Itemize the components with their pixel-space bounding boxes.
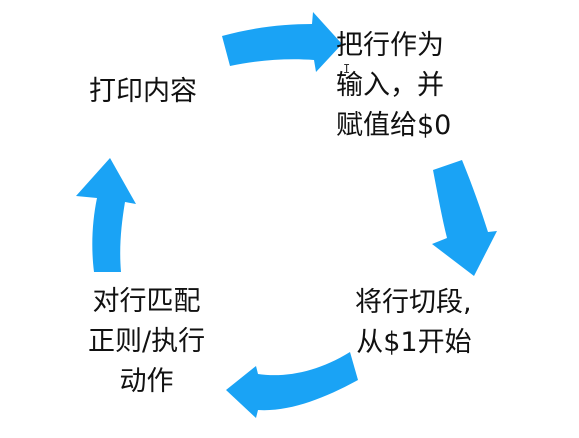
step-assign-input: 把行作为 输入，并 赋值给$0 xyxy=(336,26,451,146)
step-print-content: 打印内容 xyxy=(89,72,197,112)
step-3-line-3: 动作 xyxy=(119,366,174,397)
step-1-line-2: 输入，并 xyxy=(336,70,444,101)
step-4-line-1: 打印内容 xyxy=(89,76,197,107)
step-3-line-1: 对行匹配 xyxy=(92,286,201,317)
step-split-fields: 将行切段, 从$1开始 xyxy=(355,283,472,363)
step-1-line-3: 赋值给$0 xyxy=(336,110,452,141)
step-2-line-1: 将行切段, xyxy=(355,287,472,318)
step-1-line-1: 把行作为 xyxy=(336,30,444,61)
step-2-line-2: 从$1开始 xyxy=(356,327,472,358)
arrow-to-step-4 xyxy=(76,158,136,272)
step-3-line-2: 正则/执行 xyxy=(88,326,206,357)
text-cursor-icon: I xyxy=(343,62,351,76)
arrow-to-step-2 xyxy=(432,160,497,276)
arrow-to-step-3 xyxy=(226,352,358,418)
arrow-to-step-1 xyxy=(222,12,342,72)
step-match-pattern: 对行匹配 正则/执行 动作 xyxy=(88,282,205,402)
